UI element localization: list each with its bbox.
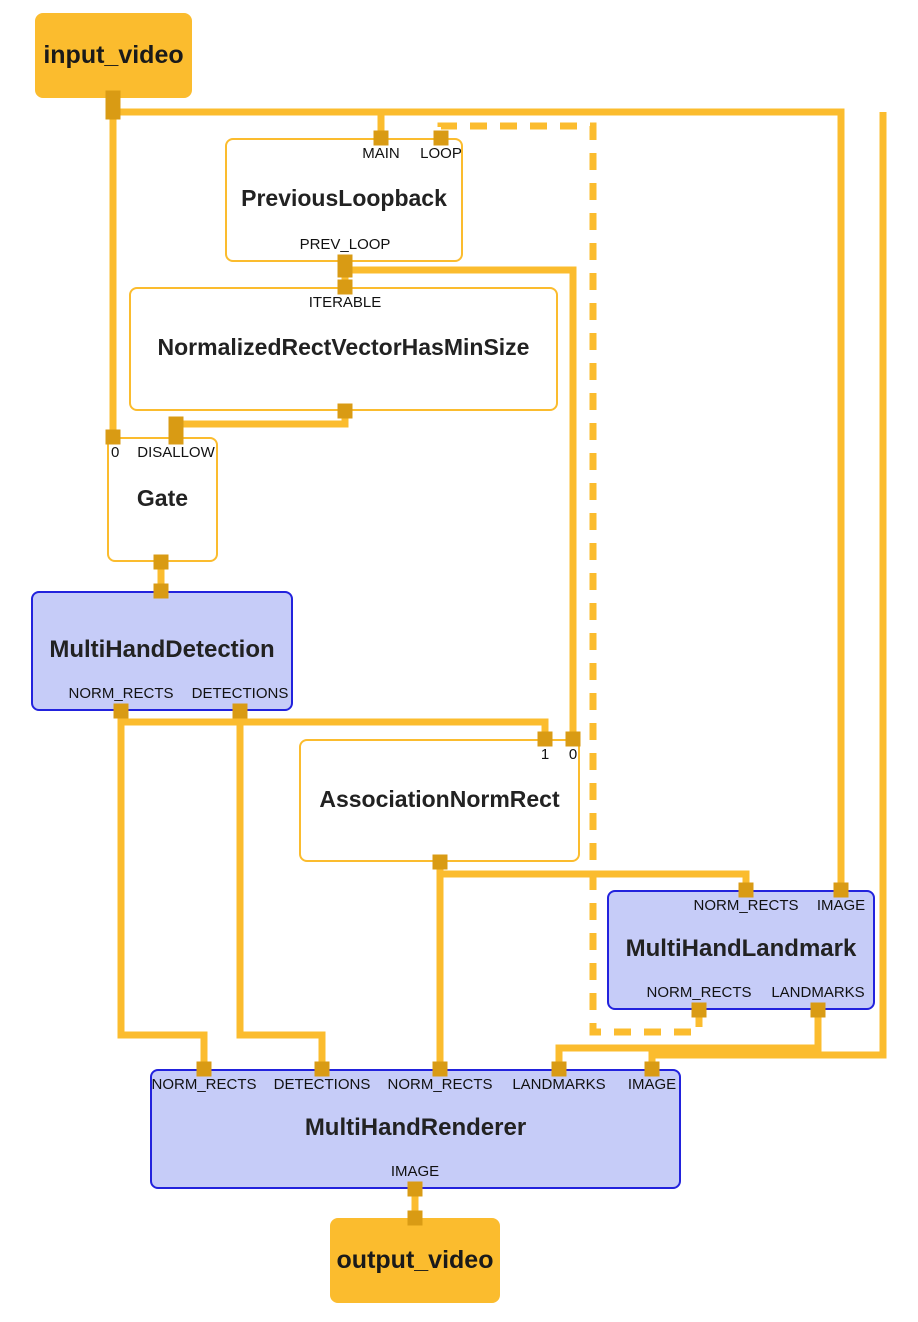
port-association_norm_rect-0[interactable]	[565, 731, 581, 747]
port-multi_hand_detection-norm_rects[interactable]	[113, 703, 129, 719]
node-input_video[interactable]: input_video	[35, 13, 192, 98]
port-label-in-association_norm_rect-1: 1	[540, 746, 550, 763]
node-title-previous_loopback: PreviousLoopback	[241, 185, 447, 211]
graph-edge	[121, 718, 549, 739]
junction-input-video-split	[105, 104, 121, 120]
node-association_norm_rect[interactable]: AssociationNormRect	[299, 739, 580, 862]
port-input_video[interactable]	[105, 90, 121, 106]
port-label-in-association_norm_rect-0: 0	[568, 746, 578, 763]
graph-edge	[555, 1010, 822, 1069]
graph-edge	[109, 104, 385, 138]
node-title-multi_hand_renderer: MultiHandRenderer	[304, 1114, 527, 1141]
port-label-in-multi_hand_renderer-norm_rects: NORM_RECTS	[151, 1076, 257, 1093]
port-multi_hand_landmark-image[interactable]	[833, 882, 849, 898]
port-previous_loopback-main[interactable]	[373, 130, 389, 146]
port-association_norm_rect[interactable]	[432, 854, 448, 870]
port-multi_hand_renderer-detections[interactable]	[314, 1061, 330, 1077]
port-label-out-multi_hand_detection-norm_rects: NORM_RECTS	[68, 685, 174, 702]
port-multi_hand_landmark-norm_rects[interactable]	[691, 1002, 707, 1018]
node-title-output_video: output_video	[336, 1246, 494, 1274]
port-multi_hand_landmark-landmarks[interactable]	[810, 1002, 826, 1018]
port-normalized_rect_vector_has_min_size-iterable[interactable]	[337, 279, 353, 295]
port-label-in-multi_hand_renderer-image: IMAGE	[627, 1076, 677, 1093]
junction-prev-loop-split	[337, 262, 353, 278]
port-label-in-multi_hand_renderer-norm_rects: NORM_RECTS	[387, 1076, 493, 1093]
port-label-out-multi_hand_landmark-norm_rects: NORM_RECTS	[646, 984, 752, 1001]
port-multi_hand_renderer-norm_rects[interactable]	[432, 1061, 448, 1077]
node-title-normalized_rect_vector_has_min_size: NormalizedRectVectorHasMinSize	[157, 334, 530, 360]
port-previous_loopback-loop[interactable]	[433, 130, 449, 146]
node-output_video[interactable]: output_video	[330, 1218, 500, 1303]
node-gate[interactable]: Gate	[107, 437, 218, 562]
port-gate[interactable]	[153, 554, 169, 570]
node-title-multi_hand_landmark: MultiHandLandmark	[625, 935, 857, 962]
port-label-in-normalized_rect_vector_has_min_size-iterable: ITERABLE	[308, 294, 382, 311]
graph-edge	[117, 711, 208, 1069]
port-multi_hand_renderer-image[interactable]	[644, 1061, 660, 1077]
port-gate-disallow[interactable]	[168, 429, 184, 445]
node-title-gate: Gate	[136, 484, 189, 511]
node-previous_loopback[interactable]: PreviousLoopback	[225, 138, 463, 262]
graph-edge	[172, 411, 349, 437]
node-multi_hand_landmark[interactable]: MultiHandLandmark	[607, 890, 875, 1010]
graph-edge	[440, 870, 750, 890]
port-association_norm_rect-1[interactable]	[537, 731, 553, 747]
port-label-in-gate-disallow: DISALLOW	[137, 444, 215, 461]
port-label-in-previous_loopback-main: MAIN	[362, 145, 400, 162]
node-title-multi_hand_detection: MultiHandDetection	[49, 636, 275, 663]
port-multi_hand_renderer-norm_rects[interactable]	[196, 1061, 212, 1077]
port-multi_hand_landmark-norm_rects[interactable]	[738, 882, 754, 898]
port-label-in-multi_hand_renderer-landmarks: LANDMARKS	[512, 1076, 606, 1093]
port-label-out-multi_hand_landmark-landmarks: LANDMARKS	[771, 984, 865, 1001]
port-multi_hand_renderer-landmarks[interactable]	[551, 1061, 567, 1077]
port-label-in-multi_hand_landmark-norm_rects: NORM_RECTS	[693, 897, 799, 914]
port-label-in-multi_hand_landmark-image: IMAGE	[816, 897, 866, 914]
node-multi_hand_detection[interactable]: MultiHandDetection	[31, 591, 293, 711]
port-label-out-multi_hand_renderer-image: IMAGE	[390, 1163, 440, 1180]
port-gate-0[interactable]	[105, 429, 121, 445]
port-label-in-multi_hand_renderer-detections: DETECTIONS	[273, 1076, 371, 1093]
port-label-out-previous_loopback-prev_loop: PREV_LOOP	[299, 236, 391, 253]
node-multi_hand_renderer[interactable]: MultiHandRenderer	[150, 1069, 681, 1189]
port-label-in-gate-0: 0	[111, 444, 120, 461]
junction-disallow-elbow	[168, 416, 184, 432]
port-label-out-multi_hand_detection-detections: DETECTIONS	[191, 685, 289, 702]
port-multi_hand_detection-detections[interactable]	[232, 703, 248, 719]
node-title-input_video: input_video	[43, 41, 184, 69]
node-title-association_norm_rect: AssociationNormRect	[319, 785, 560, 812]
port-multi_hand_detection[interactable]	[153, 583, 169, 599]
port-label-in-previous_loopback-loop: LOOP	[420, 145, 462, 162]
port-normalized_rect_vector_has_min_size[interactable]	[337, 403, 353, 419]
port-multi_hand_renderer-image[interactable]	[407, 1181, 423, 1197]
port-output_video[interactable]	[407, 1210, 423, 1226]
